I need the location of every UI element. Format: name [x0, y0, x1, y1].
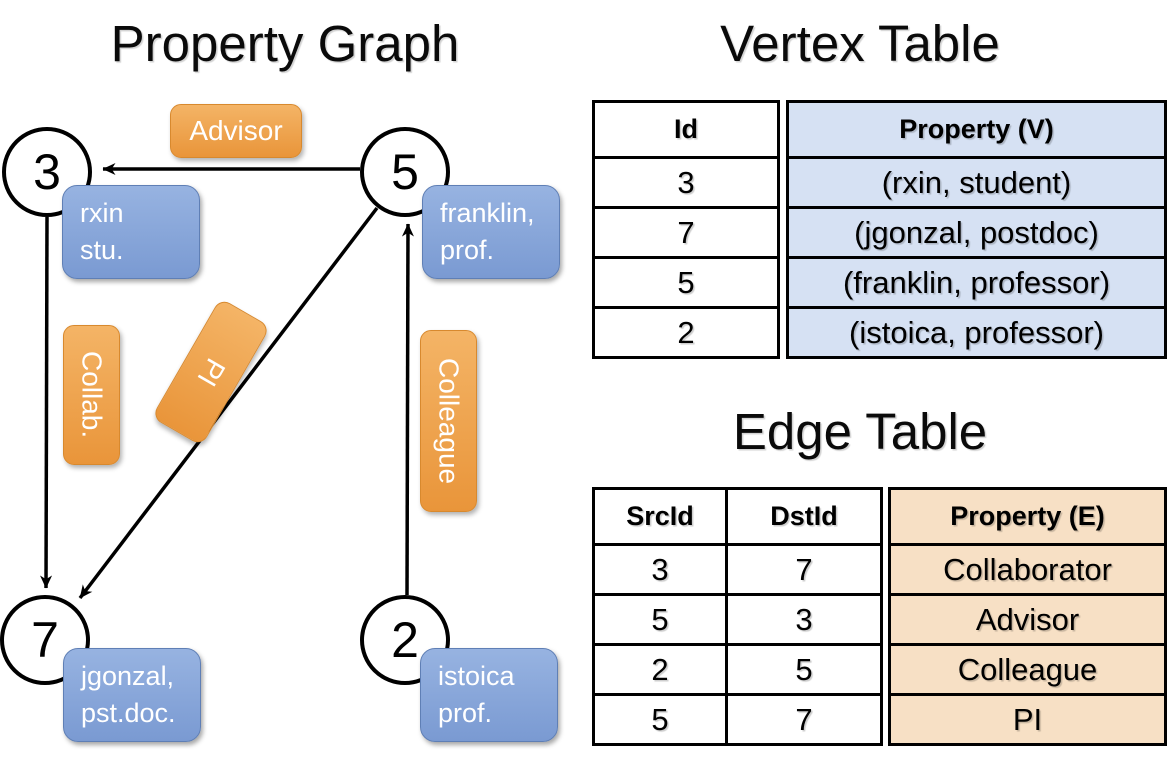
vertex-table-id-column: Id 3 7 5 2 — [592, 100, 780, 359]
table-cell: 2 — [595, 643, 725, 693]
vertex-table-title: Vertex Table — [720, 15, 1000, 72]
vertex-table-header-id: Id — [674, 114, 698, 144]
table-row: 5 3 — [595, 593, 880, 643]
table-cell: (istoica, professor) — [789, 306, 1164, 356]
vertex-table-header-property: Property (V) — [789, 103, 1164, 156]
table-cell: 7 — [595, 206, 777, 256]
table-cell: 7 — [725, 693, 880, 743]
vertex-prop-3-line2: stu. — [80, 235, 124, 265]
vertex-prop-7-line1: jgonzal, — [81, 661, 175, 691]
table-cell: Colleague — [891, 643, 1164, 693]
edge-3-to-7 — [40, 216, 53, 589]
edge-table: SrcId DstId 3 7 5 3 2 5 5 7 Property (E)… — [592, 487, 1167, 746]
vertex-node-2-id: 2 — [391, 612, 419, 668]
table-cell: 7 — [725, 543, 880, 593]
table-cell: 5 — [595, 256, 777, 306]
table-cell: 3 — [595, 543, 725, 593]
vertex-prop-box-5: franklin, prof. — [422, 185, 560, 279]
table-cell: (franklin, professor) — [789, 256, 1164, 306]
table-cell: (jgonzal, postdoc) — [789, 206, 1164, 256]
table-cell: 3 — [595, 156, 777, 206]
edge-table-title: Edge Table — [732, 403, 988, 460]
edge-table-property-column: Property (E) Collaborator Advisor Collea… — [888, 487, 1167, 746]
edge-label-colleague: Colleague — [420, 330, 477, 512]
edge-table-id-columns: SrcId DstId 3 7 5 3 2 5 5 7 — [592, 487, 883, 746]
vertex-prop-5-line2: prof. — [440, 235, 495, 265]
edge-5-to-7 — [78, 206, 379, 600]
table-cell: 5 — [595, 693, 725, 743]
vertex-node-3-id: 3 — [33, 144, 61, 200]
table-cell: (rxin, student) — [789, 156, 1164, 206]
table-cell: PI — [891, 693, 1164, 743]
table-cell: Advisor — [891, 593, 1164, 643]
table-cell: 5 — [725, 643, 880, 693]
edge-label-advisor: Advisor — [170, 104, 302, 158]
table-row: SrcId DstId — [595, 490, 880, 543]
vertex-table: Id 3 7 5 2 Property (V) (rxin, student) … — [592, 100, 1167, 359]
table-cell: 5 — [595, 593, 725, 643]
vertex-prop-box-3: rxin stu. — [62, 185, 200, 279]
graph-edges — [40, 163, 414, 600]
vertex-prop-7-line2: pst.doc. — [81, 698, 176, 728]
table-cell: Collaborator — [891, 543, 1164, 593]
edge-label-collab: Collab. — [63, 325, 120, 465]
vertex-prop-3-line1: rxin — [80, 198, 124, 228]
vertex-prop-2-line2: prof. — [438, 698, 493, 728]
vertex-node-5: 5 — [360, 127, 450, 217]
vertex-prop-box-7: jgonzal, pst.doc. — [63, 648, 201, 742]
edge-table-header-srcid: SrcId — [626, 501, 694, 531]
property-graph-title: Property Graph — [110, 15, 460, 72]
table-row: 3 7 — [595, 543, 880, 593]
vertex-node-5-id: 5 — [391, 144, 419, 200]
edge-table-header-property: Property (E) — [891, 490, 1164, 543]
vertex-table-property-column: Property (V) (rxin, student) (jgonzal, p… — [786, 100, 1167, 359]
vertex-node-7-id: 7 — [31, 612, 59, 668]
table-cell: 3 — [725, 593, 880, 643]
vertex-prop-5-line1: franklin, — [440, 198, 535, 228]
table-row: 2 5 — [595, 643, 880, 693]
edge-2-to-5 — [401, 223, 414, 596]
vertex-node-2: 2 — [360, 595, 450, 685]
edge-table-header-dstid: DstId — [725, 490, 880, 543]
vertex-prop-2-line1: istoica — [438, 661, 515, 691]
table-cell: 2 — [595, 306, 777, 356]
table-row: 5 7 — [595, 693, 880, 743]
vertex-prop-box-2: istoica prof. — [420, 648, 558, 742]
